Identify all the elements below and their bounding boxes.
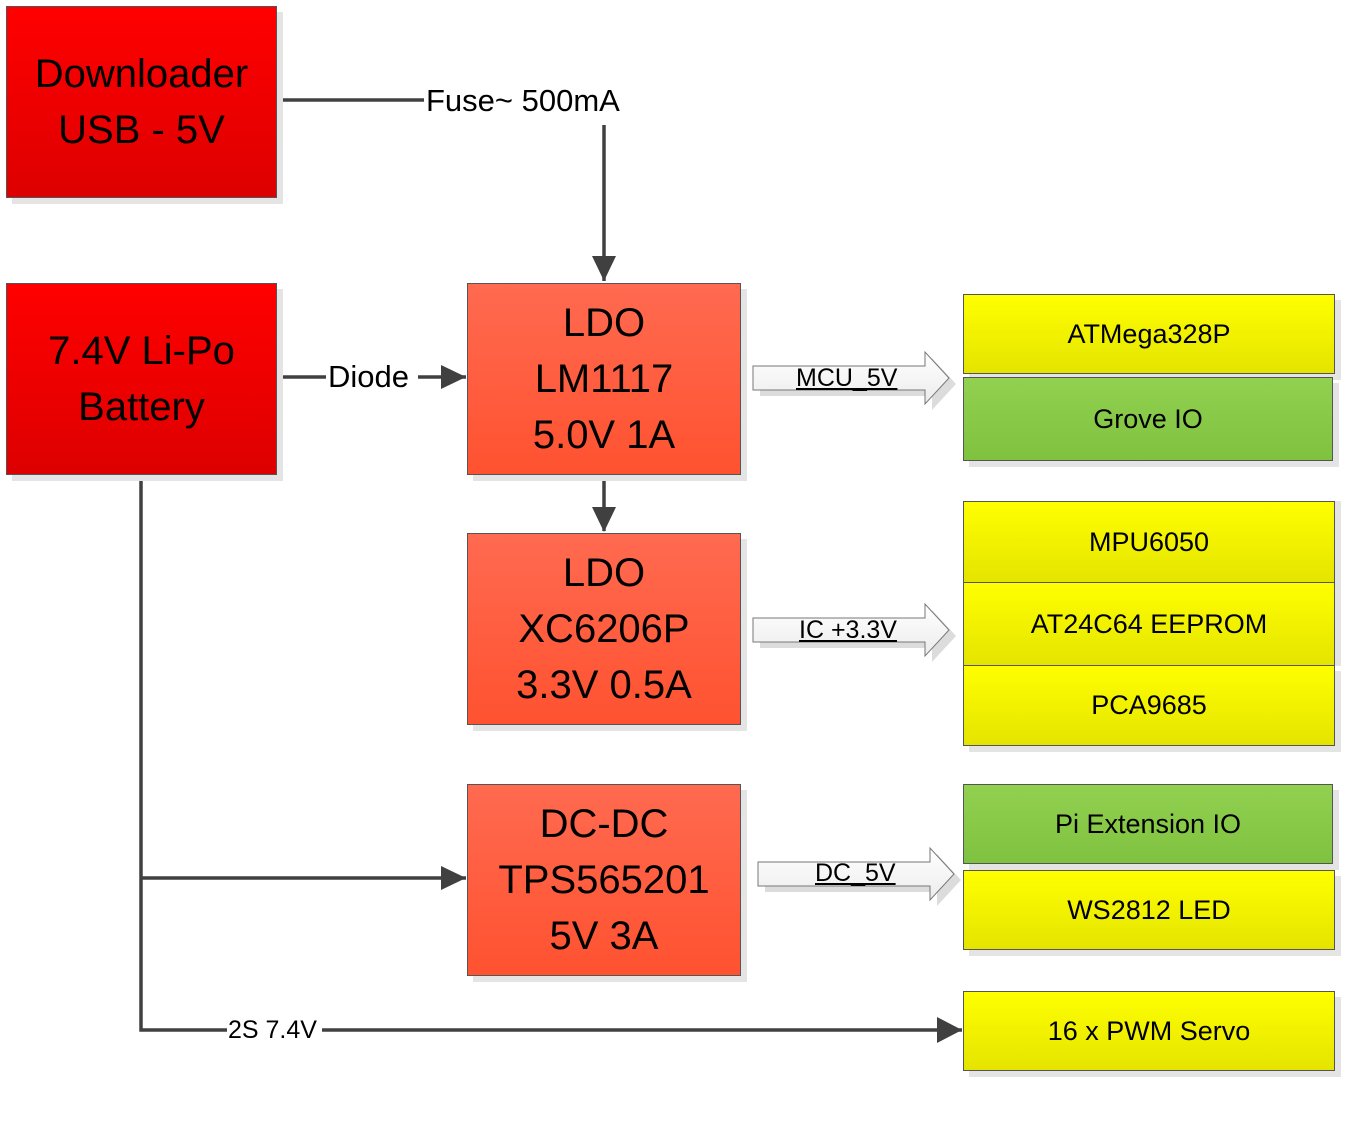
fuse-arrowhead xyxy=(592,256,616,281)
load-pca9685: PCA9685 xyxy=(963,665,1335,746)
tps-arrowhead xyxy=(441,866,466,890)
ldo-xc6206-block: LDO XC6206P 3.3V 0.5A xyxy=(467,533,741,725)
lm1117-line-1: LDO xyxy=(562,301,646,345)
load-mpu6050: MPU6050 xyxy=(963,501,1335,583)
dcdc-tps565201-block: DC-DC TPS565201 5V 3A xyxy=(467,784,741,976)
mcu-5v-block-arrow xyxy=(752,350,956,410)
xc6206-line-1: LDO xyxy=(562,551,646,595)
xc6206-line-2: XC6206P xyxy=(518,607,690,651)
ws2812-led-label: WS2812 LED xyxy=(1067,894,1231,925)
servo-arrowhead xyxy=(937,1017,962,1043)
atmega328p-label: ATMega328P xyxy=(1067,318,1231,349)
servo-rail-label: 2S 7.4V xyxy=(227,1016,318,1044)
pwm-servo-label: 16 x PWM Servo xyxy=(1047,1015,1251,1046)
pi-extension-io-label: Pi Extension IO xyxy=(1054,808,1242,839)
mpu6050-label: MPU6050 xyxy=(1088,526,1210,557)
usb-downloader-block: Downloader USB - 5V xyxy=(6,6,277,198)
ic-3v3-block-arrow xyxy=(752,602,956,662)
tps-line-2: TPS565201 xyxy=(498,858,710,902)
load-ws2812-led: WS2812 LED xyxy=(963,870,1335,950)
fuse-label: Fuse~ 500mA xyxy=(424,83,622,118)
at24c64-label: AT24C64 EEPROM xyxy=(1030,608,1268,639)
load-grove-io: Grove IO xyxy=(963,377,1333,461)
pca9685-label: PCA9685 xyxy=(1091,690,1207,720)
load-pi-extension-io: Pi Extension IO xyxy=(963,784,1333,864)
lipo-battery-block: 7.4V Li-Po Battery xyxy=(6,283,277,475)
tps-line-3: 5V 3A xyxy=(549,914,659,958)
battery-trunk-wire xyxy=(139,475,228,1032)
load-atmega328p: ATMega328P xyxy=(963,294,1335,374)
tps-line-1: DC-DC xyxy=(539,802,669,846)
lm1117-xc6206-arrowhead xyxy=(592,507,616,532)
ic-3v3-rail-label: IC +3.3V xyxy=(799,616,897,644)
xc6206-line-3: 3.3V 0.5A xyxy=(516,663,692,707)
diode-label: Diode xyxy=(326,359,411,394)
usb-line-1: Downloader xyxy=(34,52,249,96)
lm1117-line-3: 5.0V 1A xyxy=(532,413,676,457)
battery-line-2: Battery xyxy=(78,385,205,429)
lm1117-line-2: LM1117 xyxy=(534,357,674,401)
grove-io-label: Grove IO xyxy=(1093,403,1203,434)
dc-5v-block-arrow xyxy=(757,846,961,906)
ldo-lm1117-block: LDO LM1117 5.0V 1A xyxy=(467,283,741,475)
load-at24c64-eeprom: AT24C64 EEPROM xyxy=(963,582,1335,666)
diode-arrowhead xyxy=(441,365,466,389)
load-pwm-servo: 16 x PWM Servo xyxy=(963,991,1335,1071)
mcu-5v-rail-label: MCU_5V xyxy=(796,364,898,392)
battery-line-1: 7.4V Li-Po xyxy=(48,329,235,373)
usb-line-2: USB - 5V xyxy=(58,108,225,152)
dc-5v-rail-label: DC_5V xyxy=(815,859,896,887)
